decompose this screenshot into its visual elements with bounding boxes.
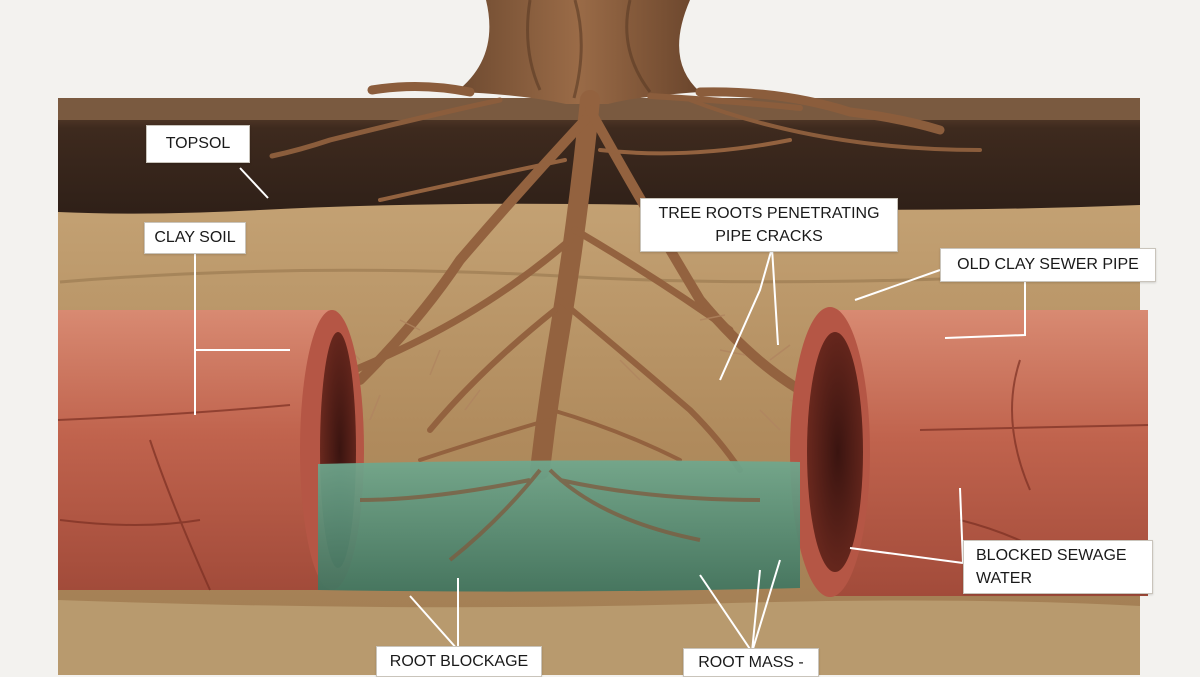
- surface-roots: [269, 81, 982, 159]
- old-clay-sewer-pipe-label: OLD CLAY SEWER PIPE: [940, 248, 1156, 282]
- root-system: [326, 90, 805, 480]
- root-mass-label: ROOT MASS -: [683, 648, 819, 677]
- root-blockage-label: ROOT BLOCKAGE: [376, 646, 542, 677]
- trunk-bark-lines: [526, 0, 652, 99]
- callout-lines: [194, 167, 1026, 653]
- topsoil-label: TOPSOL: [146, 125, 250, 163]
- clay-soil-label: CLAY SOIL: [144, 222, 246, 254]
- blocked-sewage-water-label: BLOCKED SEWAGE WATER: [963, 540, 1153, 594]
- submerged-roots: [359, 468, 761, 562]
- tree-roots-label: TREE ROOTS PENETRATING PIPE CRACKS: [640, 198, 898, 252]
- right-pipe-section: [790, 307, 1149, 597]
- lower-soil-band: [58, 600, 1140, 675]
- topsoil-layer: [58, 100, 1140, 214]
